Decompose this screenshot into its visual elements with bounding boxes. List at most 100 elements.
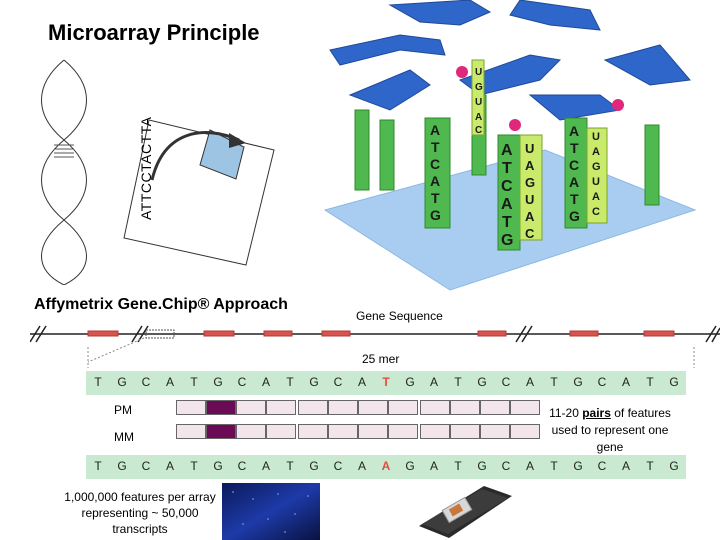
strand-letter: C <box>475 125 482 136</box>
target-sequence-base: T <box>94 375 102 389</box>
probe-sequence-base: C <box>501 459 511 473</box>
ribbon <box>329 34 446 66</box>
strand-letter: A <box>475 112 482 123</box>
pillar-3-letter: T <box>570 140 579 156</box>
tag-ball <box>612 99 624 111</box>
pillar-3-letter: A <box>569 174 579 190</box>
pm-feature-cell <box>450 400 480 415</box>
probe-square <box>199 129 245 180</box>
probe-sequence-base: A <box>381 459 391 473</box>
strand-letter: U <box>475 67 482 78</box>
target-sequence-base: C <box>597 375 607 389</box>
pillar-3-letter: C <box>569 157 579 173</box>
strand-letter: G <box>475 82 483 93</box>
target-sequence-base: T <box>190 375 198 389</box>
array-scan-image <box>222 483 320 540</box>
pillar-2-letter: A <box>525 209 535 224</box>
target-sequence-base: G <box>477 375 487 389</box>
target-sequence-base: A <box>357 375 366 389</box>
target-sequence-base: G <box>309 375 319 389</box>
pairs-word: pairs <box>582 406 611 420</box>
probe-sequence-base: T <box>550 459 558 473</box>
page-title: Microarray Principle <box>48 20 260 45</box>
pillar-3-complement <box>586 127 608 224</box>
pillar-2-letter: C <box>525 226 535 241</box>
ribbon <box>348 69 431 111</box>
dna-strand-1 <box>41 59 87 285</box>
pillar-2-letter: U <box>525 192 534 207</box>
target-sequence-base: A <box>621 375 630 389</box>
gene-sequence-label: Gene Sequence <box>356 309 443 323</box>
probe-sequence-base: C <box>597 459 607 473</box>
probe-sequence-base: G <box>309 459 319 473</box>
mm-feature-cell <box>420 424 450 439</box>
pm-feature-cell <box>206 400 236 415</box>
pm-feature-cell <box>298 400 328 415</box>
strand-letter: U <box>475 97 482 108</box>
pillar-1 <box>424 117 451 229</box>
probe-sequence-base: T <box>454 459 462 473</box>
probe-sequence-base: T <box>646 459 654 473</box>
genechip-cartridge-image <box>419 486 512 538</box>
dna-strand-2 <box>41 59 87 285</box>
probe-sequence-base: G <box>213 459 223 473</box>
pairs-description: 11-20 pairs of features used to represen… <box>549 406 671 454</box>
probe-sequence-base: A <box>165 459 174 473</box>
pillar-2-letter: T <box>502 214 512 231</box>
probe-sequence-base: T <box>190 459 198 473</box>
target-sequence-base: A <box>261 375 270 389</box>
probe-window <box>145 329 175 339</box>
pillar-3-letter: G <box>592 161 601 173</box>
mm-feature-cell <box>236 424 266 439</box>
probe-sequence-base: G <box>573 459 583 473</box>
mer-label: 25 mer <box>362 352 400 366</box>
target-sequence-base: G <box>669 375 679 389</box>
pm-feature-cell <box>176 400 206 415</box>
target-sequence-base: G <box>573 375 583 389</box>
ribbon <box>528 94 622 121</box>
pillar-2-letter: G <box>501 232 513 249</box>
pm-feature-cell <box>388 400 418 415</box>
pillar-2-letter: A <box>501 142 513 159</box>
probe-sequence-base: A <box>261 459 270 473</box>
pillar-1-letter: T <box>431 139 440 155</box>
pm-feature-cell <box>420 400 450 415</box>
probe-sequence-base: C <box>141 459 151 473</box>
probe-sequence-base: G <box>477 459 487 473</box>
gene-sequence-line <box>30 325 720 368</box>
curved-arrow <box>150 131 240 181</box>
target-sequence-base: G <box>405 375 415 389</box>
pillar-3-letter: G <box>569 208 580 224</box>
mm-feature-cell <box>358 424 388 439</box>
mm-feature-cell <box>480 424 510 439</box>
pillar-2-letter: A <box>501 196 513 213</box>
mm-feature-cell <box>510 424 540 439</box>
ribbon <box>509 0 601 31</box>
mm-label: MM <box>114 430 134 444</box>
pillar-3-letter: C <box>592 206 600 218</box>
probe-pillars-illustration: A T C A T G A T C A T G U A G U A C A T … <box>323 0 697 291</box>
pillar-1-letter: G <box>430 207 441 223</box>
pm-feature-cell <box>510 400 540 415</box>
pillar-3-letter: A <box>569 123 579 139</box>
probe-sequence-base: A <box>525 459 534 473</box>
dna-helix-illustration <box>41 59 275 285</box>
target-sequence-base: T <box>646 375 654 389</box>
pillar-3-letter: A <box>592 146 600 158</box>
pillar-2-letter: G <box>525 175 535 190</box>
probe-sequence-base: A <box>429 459 438 473</box>
mm-feature-cell <box>176 424 206 439</box>
pm-feature-cell <box>358 400 388 415</box>
pillar-3-letter: U <box>592 176 600 188</box>
tag-ball <box>456 66 468 78</box>
mm-feature-cell <box>266 424 296 439</box>
pm-feature-cell <box>328 400 358 415</box>
probe-sequence-base: G <box>405 459 415 473</box>
target-sequence-base: A <box>525 375 534 389</box>
pillar-1-letter: A <box>430 173 440 189</box>
probe-sequence-base: C <box>237 459 247 473</box>
pillar-2-letter: T <box>502 160 512 177</box>
target-sequence-base: A <box>429 375 438 389</box>
